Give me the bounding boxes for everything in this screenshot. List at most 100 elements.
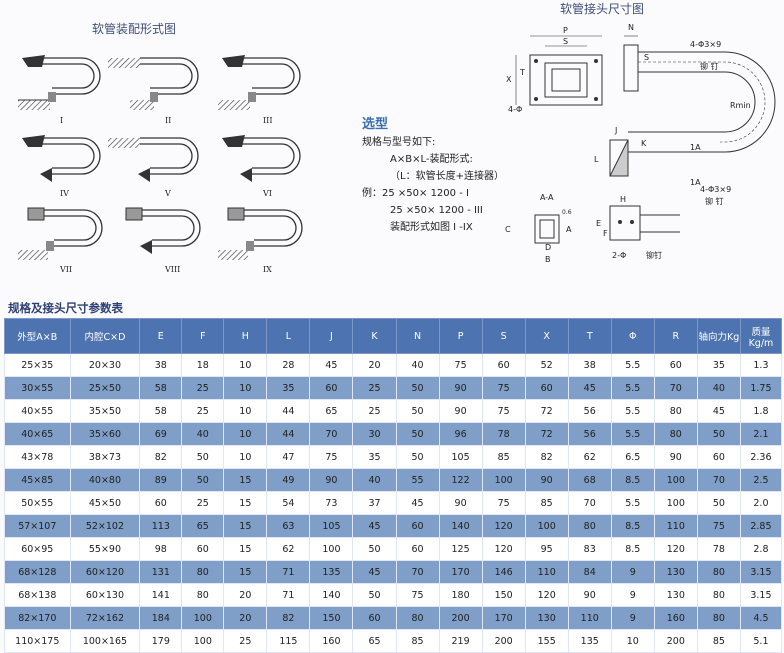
table-cell: 56 xyxy=(567,422,612,446)
assembly-form-1: I xyxy=(18,55,101,125)
table-cell: 60 xyxy=(352,606,397,630)
table-cell: 75 xyxy=(481,491,526,515)
table-cell: 82 xyxy=(139,445,183,469)
table-cell: 2.5 xyxy=(739,468,783,492)
table-cell: 45 xyxy=(395,491,440,515)
table-cell: 75 xyxy=(696,514,741,538)
table-cell: 45×50 xyxy=(69,491,141,515)
table-cell: 60 xyxy=(395,514,440,538)
column-header: L xyxy=(266,318,311,354)
table-cell: 75 xyxy=(438,353,483,377)
table-cell: 98 xyxy=(139,537,183,561)
table-cell: 45 xyxy=(309,353,354,377)
selection-line: 规格与型号如下: xyxy=(362,137,436,148)
table-cell: 60 xyxy=(524,376,569,400)
table-cell: 80 xyxy=(653,422,698,446)
table-cell: 110×175 xyxy=(4,629,71,653)
table-cell: 60 xyxy=(653,353,698,377)
table-cell: 179 xyxy=(139,629,183,653)
table-cell: 20 xyxy=(352,353,397,377)
table-cell: 60 xyxy=(696,445,741,469)
table-cell: 10 xyxy=(223,353,268,377)
table-cell: 110 xyxy=(567,606,612,630)
table-cell: 140 xyxy=(438,514,483,538)
table-cell: 18 xyxy=(181,353,225,377)
svg-text:X: X xyxy=(506,75,512,84)
table-cell: 120 xyxy=(481,537,526,561)
svg-text:A-A: A-A xyxy=(540,193,554,202)
table-cell: 5.1 xyxy=(739,629,783,653)
table-cell: 40 xyxy=(352,468,397,492)
assembly-form-8: VIII xyxy=(125,207,201,274)
svg-text:F: F xyxy=(603,229,608,238)
column-header: R xyxy=(653,318,698,354)
selection-guide: 选型 规格与型号如下: A×B×L-装配形式: （L：软管长度+连接器） 例：2… xyxy=(362,116,504,236)
table-header-row: 外型A×B 内腔C×D E F H L J K N P S X T Φ R 轴向… xyxy=(4,318,783,354)
table-cell: 38 xyxy=(139,353,183,377)
table-cell: 90 xyxy=(524,468,569,492)
table-cell: 84 xyxy=(567,560,612,584)
table-cell: 60×120 xyxy=(69,560,141,584)
table-cell: 70 xyxy=(567,491,612,515)
table-cell: 160 xyxy=(309,629,354,653)
table-cell: 90 xyxy=(438,491,483,515)
table-cell: 180 xyxy=(438,583,483,607)
table-cell: 70 xyxy=(696,468,741,492)
table-cell: 82×170 xyxy=(4,606,71,630)
table-cell: 113 xyxy=(139,514,183,538)
table-cell: 35 xyxy=(266,376,311,400)
table-cell: 120 xyxy=(481,514,526,538)
table-cell: 54 xyxy=(266,491,311,515)
table-cell: 69 xyxy=(139,422,183,446)
table-cell: 25 xyxy=(181,399,225,423)
table-cell: 89 xyxy=(139,468,183,492)
column-header: P xyxy=(438,318,483,354)
table-cell: 35×50 xyxy=(69,399,141,423)
table-cell: 35×60 xyxy=(69,422,141,446)
column-header: K xyxy=(352,318,397,354)
table-cell: 60 xyxy=(481,353,526,377)
table-cell: 80 xyxy=(395,606,440,630)
table-cell: 28 xyxy=(266,353,311,377)
table-cell: 65 xyxy=(309,399,354,423)
svg-text:S: S xyxy=(563,37,568,46)
table-cell: 3.15 xyxy=(739,583,783,607)
table-cell: 8.5 xyxy=(610,468,655,492)
svg-text:T: T xyxy=(519,68,525,77)
svg-text:H: H xyxy=(620,195,626,204)
table-cell: 80 xyxy=(696,583,741,607)
table-cell: 15 xyxy=(223,560,268,584)
selection-line: 25 ×50× 1200 - III xyxy=(390,205,483,216)
table-cell: 78 xyxy=(481,422,526,446)
table-cell: 40 xyxy=(696,376,741,400)
svg-text:A: A xyxy=(566,225,572,234)
table-cell: 130 xyxy=(653,560,698,584)
column-header: 外型A×B xyxy=(4,318,71,354)
table-cell: 100 xyxy=(653,491,698,515)
svg-text:4-Φ: 4-Φ xyxy=(508,105,522,114)
table-cell: 35 xyxy=(352,445,397,469)
table-cell: 80 xyxy=(696,606,741,630)
table-cell: 71 xyxy=(266,583,311,607)
table-cell: 219 xyxy=(438,629,483,653)
table-cell: 50×55 xyxy=(4,491,71,515)
table-cell: 30 xyxy=(352,422,397,446)
table-cell: 100 xyxy=(309,537,354,561)
table-cell: 75 xyxy=(309,445,354,469)
column-header: 内腔C×D xyxy=(69,318,141,354)
table-cell: 40×65 xyxy=(4,422,71,446)
table-cell: 2.1 xyxy=(739,422,783,446)
table-cell: 15 xyxy=(223,514,268,538)
assembly-form-5: V xyxy=(108,137,199,198)
table-cell: 85 xyxy=(395,629,440,653)
table-cell: 62 xyxy=(266,537,311,561)
table-cell: 140 xyxy=(309,583,354,607)
table-cell: 49 xyxy=(266,468,311,492)
table-cell: 110 xyxy=(524,560,569,584)
column-header: 质量Kg/m xyxy=(739,318,783,354)
